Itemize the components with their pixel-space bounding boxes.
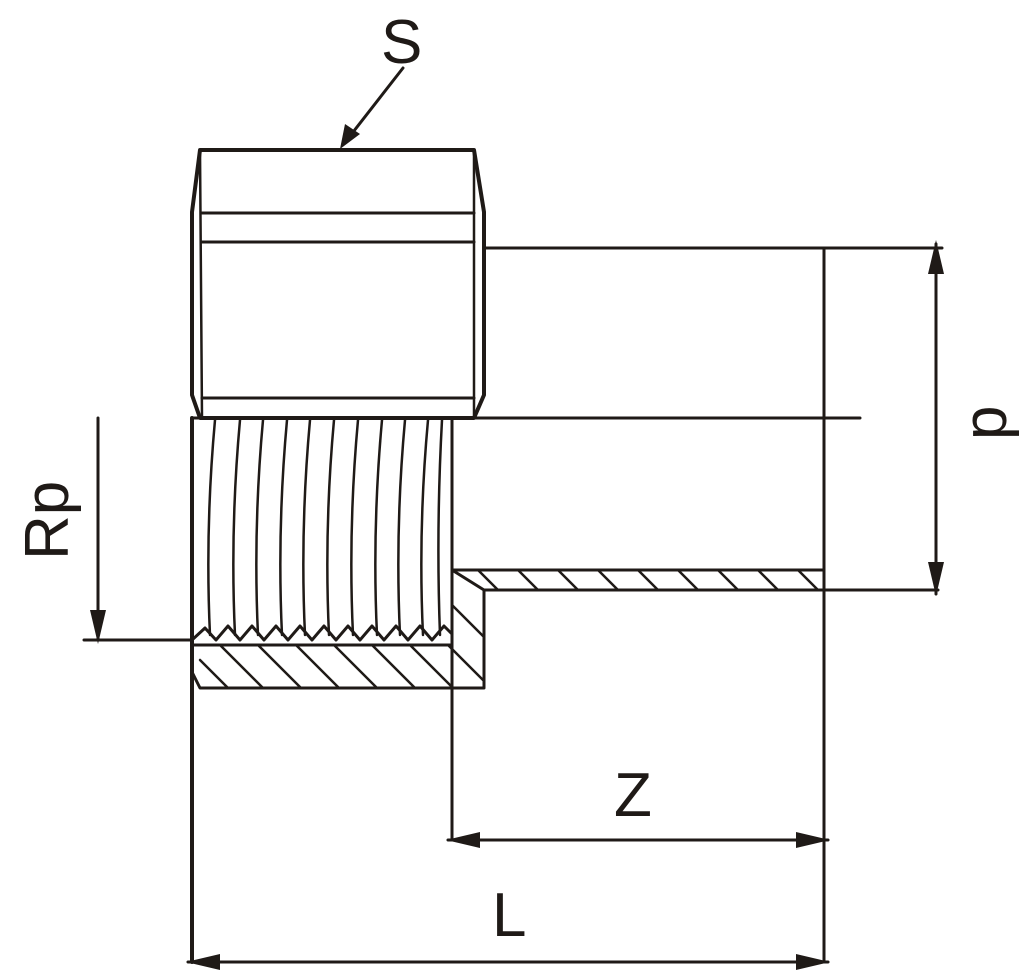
dimension-p: p — [822, 240, 1020, 596]
dimension-rp: Rp — [13, 416, 194, 644]
dimension-s: S — [340, 8, 422, 149]
label-p: p — [951, 406, 1020, 440]
rp-arrow-bottom — [90, 610, 106, 644]
thread-base-hatch — [198, 603, 486, 690]
thread-profile — [190, 624, 454, 642]
l-arrow-right — [796, 954, 830, 970]
label-rp: Rp — [13, 481, 82, 560]
dimension-l: L — [186, 881, 830, 970]
z-arrow-left — [446, 832, 480, 848]
thread-base-outline — [190, 568, 486, 690]
hex-edge-left-1 — [198, 148, 204, 420]
s-leader-line — [348, 66, 405, 138]
label-s: S — [381, 8, 422, 77]
thread-lines — [207, 418, 444, 637]
label-z: Z — [614, 761, 652, 830]
p-arrow-bottom — [928, 562, 944, 596]
hex-nut-outline — [190, 148, 486, 420]
label-l: L — [492, 881, 526, 950]
dimension-z: Z — [446, 761, 830, 848]
thread-section — [190, 416, 486, 964]
p-arrow-top — [928, 240, 944, 274]
spigot-wall-hatch — [476, 568, 820, 592]
z-arrow-right — [796, 832, 830, 848]
hex-nut — [190, 148, 486, 420]
l-arrow-left — [186, 954, 220, 970]
s-leader-arrowhead — [340, 124, 360, 149]
